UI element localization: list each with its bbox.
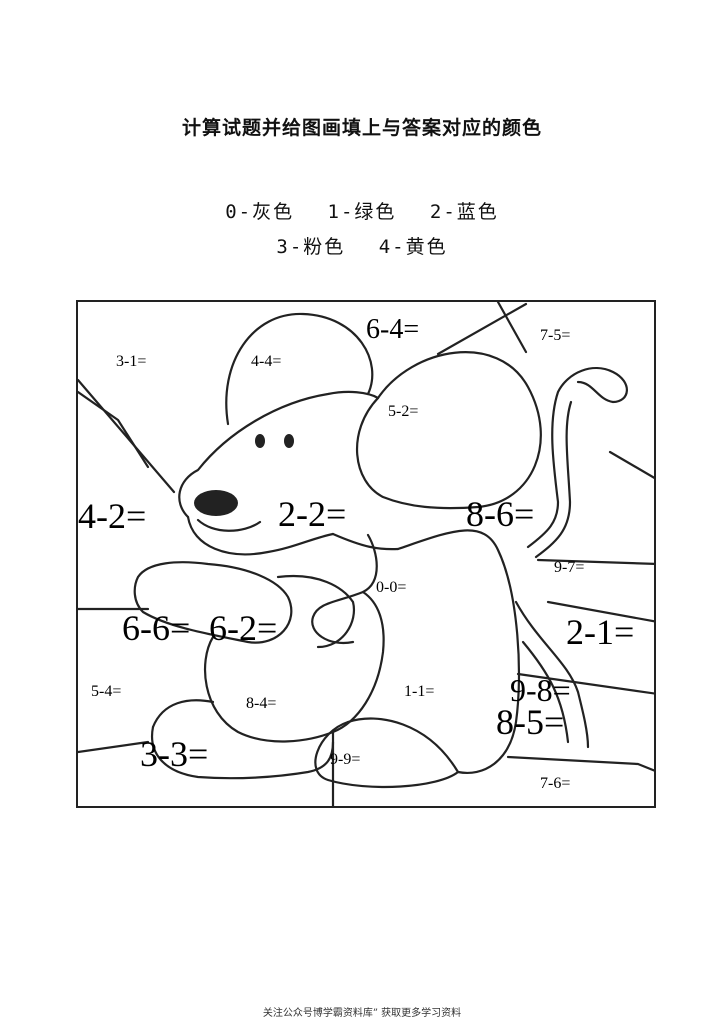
equation-5-2: 5-2= (388, 403, 419, 420)
belly (203, 590, 385, 743)
equation-9-7: 9-7= (554, 559, 585, 576)
left-ear (225, 312, 374, 426)
legend-pink: 3-粉色 (276, 236, 346, 258)
equation-4-2: 4-2= (78, 496, 147, 536)
equation-2-2: 2-2= (278, 494, 347, 534)
head-chin (186, 515, 335, 556)
legend-green: 1-绿色 (327, 201, 397, 223)
head-top (178, 390, 380, 519)
tail-bottom (514, 600, 590, 749)
right-eye (284, 434, 294, 448)
foot-right-top (346, 717, 460, 774)
equation-8-4: 8-4= (246, 695, 277, 712)
foot-left-top (151, 699, 215, 729)
left-eye (255, 434, 265, 448)
region-line (78, 740, 150, 754)
equation-8-6: 8-6= (466, 494, 535, 534)
equation-0-0: 0-0= (376, 579, 407, 596)
color-legend-row-1: 0-灰色 1-绿色 2-蓝色 (0, 197, 724, 224)
equation-4-4: 4-4= (251, 353, 282, 370)
foot-left (151, 725, 335, 780)
region-line (506, 755, 654, 772)
nose (194, 490, 238, 516)
equation-3-1: 3-1= (116, 353, 147, 370)
footer-note: 关注公众号博学霸资料库” 获取更多学习资料 (262, 1008, 462, 1019)
mouse-outline-drawing (78, 302, 654, 806)
tail-inner (534, 400, 573, 559)
equation-9-8: 9-8= (510, 672, 571, 708)
equation-1-1: 1-1= (404, 683, 435, 700)
color-legend-row-2: 3-粉色 4-黄色 (0, 232, 724, 259)
equation-6-4: 6-4= (366, 314, 420, 345)
left-paw (133, 561, 293, 644)
region-line (436, 302, 528, 356)
equation-9-9: 9-9= (330, 751, 361, 768)
legend-gray: 0-灰色 (225, 201, 295, 223)
right-ear (356, 351, 542, 510)
region-line (536, 558, 654, 565)
region-line (78, 378, 176, 494)
region-line (78, 390, 150, 469)
equation-6-6: 6-6= (122, 608, 191, 648)
tail-bottom-inner (521, 640, 570, 744)
region-line (496, 302, 528, 354)
equation-7-6: 7-6= (540, 775, 571, 792)
region-line (516, 672, 654, 695)
body-right (396, 529, 521, 774)
neck-line (331, 532, 400, 551)
equation-6-2: 6-2= (209, 608, 278, 648)
arm-upper (311, 533, 378, 645)
equation-7-5: 7-5= (540, 327, 571, 344)
legend-blue: 2-蓝色 (429, 201, 499, 223)
foot-right (314, 720, 460, 789)
equation-3-3: 3-3= (140, 734, 209, 774)
mouth (196, 518, 262, 532)
page-title: 计算试题并给图画填上与答案对应的颜色 (181, 117, 542, 139)
region-line (546, 600, 654, 623)
equation-8-5: 8-5= (496, 702, 565, 742)
equation-5-4: 5-4= (91, 683, 122, 700)
coloring-picture: 3-1= 4-4= 6-4= 7-5= 5-2= 4-2= 2-2= 8-6= … (76, 300, 656, 808)
tail-top (526, 367, 628, 549)
equation-2-1: 2-1= (566, 612, 635, 652)
region-line (608, 450, 654, 479)
legend-yellow: 4-黄色 (378, 236, 448, 258)
arm-lower (276, 574, 356, 649)
